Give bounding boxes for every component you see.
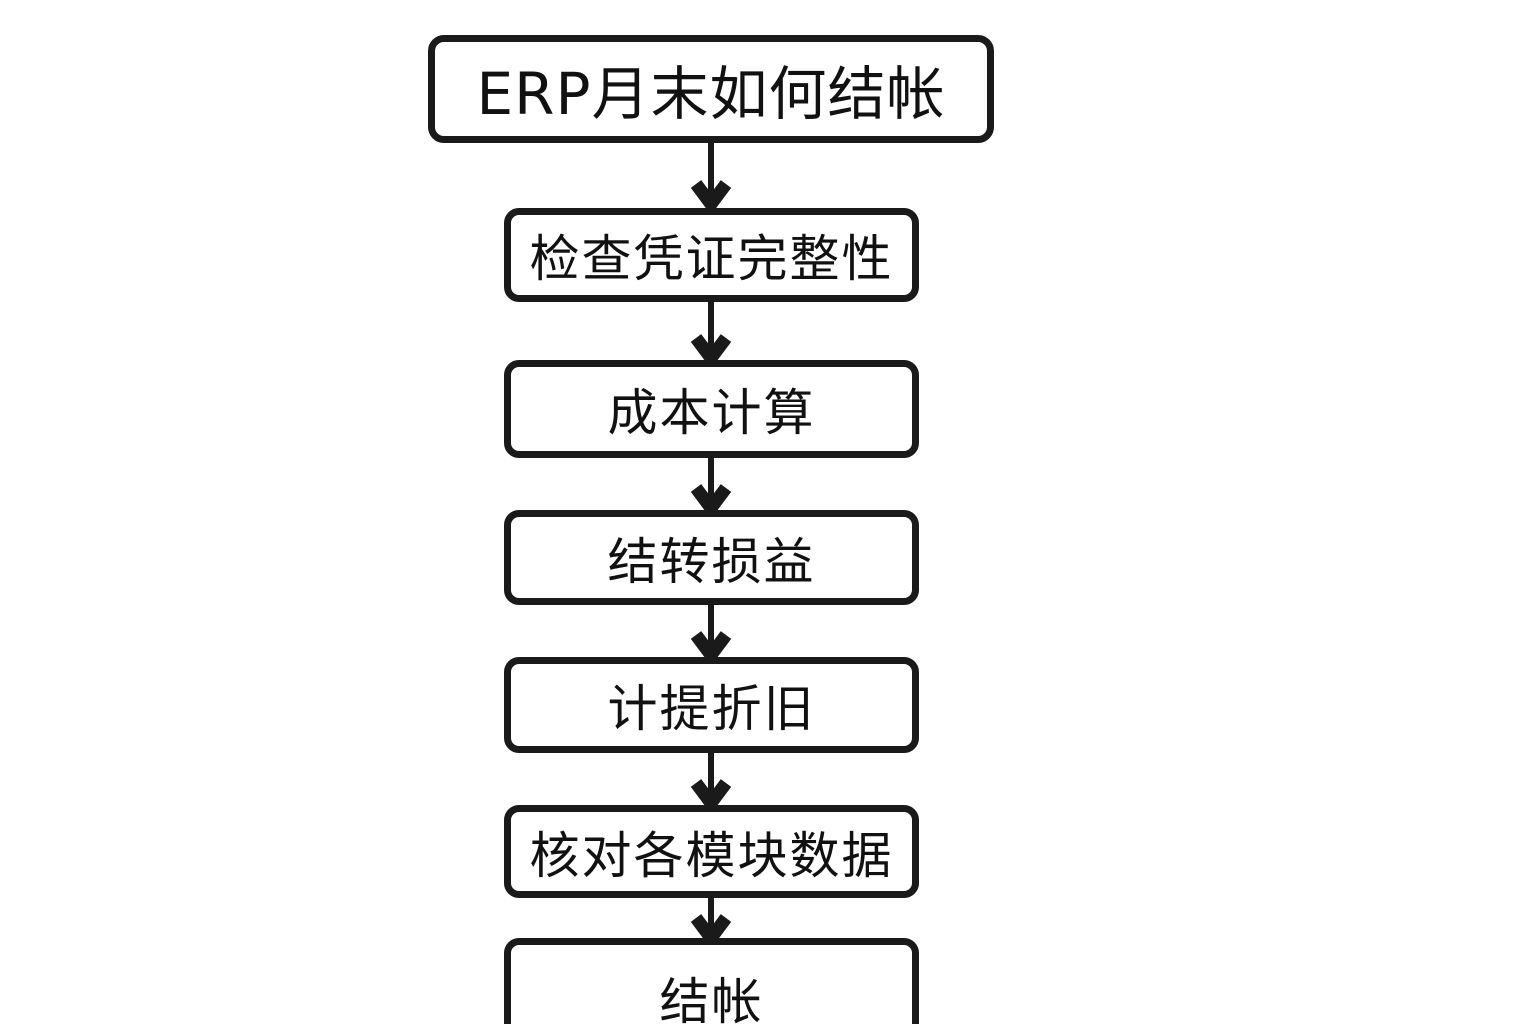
flowchart-step-label-6: 结帐 [659, 973, 764, 1024]
flowchart-step-node-6[interactable]: 结帐 [504, 938, 919, 1024]
flowchart-step-label-4: 计提折旧 [607, 680, 816, 738]
flowchart-title-label: ERP月末如何结帐 [476, 60, 946, 128]
connector-arrow-1 [690, 142, 732, 215]
connector-arrow-2 [690, 301, 732, 369]
connector-arrow-5 [690, 752, 732, 814]
flowchart-step-label-2: 成本计算 [607, 384, 816, 442]
flowchart-title-node[interactable]: ERP月末如何结帐 [428, 35, 994, 143]
flowchart-step-label-5: 核对各模块数据 [529, 826, 894, 885]
flowchart-step-label-1: 检查凭证完整性 [529, 230, 894, 288]
connector-arrow-3 [690, 457, 732, 519]
flowchart-step-node-1[interactable]: 检查凭证完整性 [504, 208, 919, 302]
flowchart-step-node-2[interactable]: 成本计算 [504, 360, 919, 458]
connector-arrow-4 [690, 604, 732, 666]
flowchart-step-node-3[interactable]: 结转损益 [504, 510, 919, 605]
connector-arrow-6 [690, 896, 732, 949]
flowchart-step-node-4[interactable]: 计提折旧 [504, 657, 919, 753]
flowchart-step-label-3: 结转损益 [607, 532, 816, 591]
flowchart-step-node-5[interactable]: 核对各模块数据 [504, 805, 919, 898]
